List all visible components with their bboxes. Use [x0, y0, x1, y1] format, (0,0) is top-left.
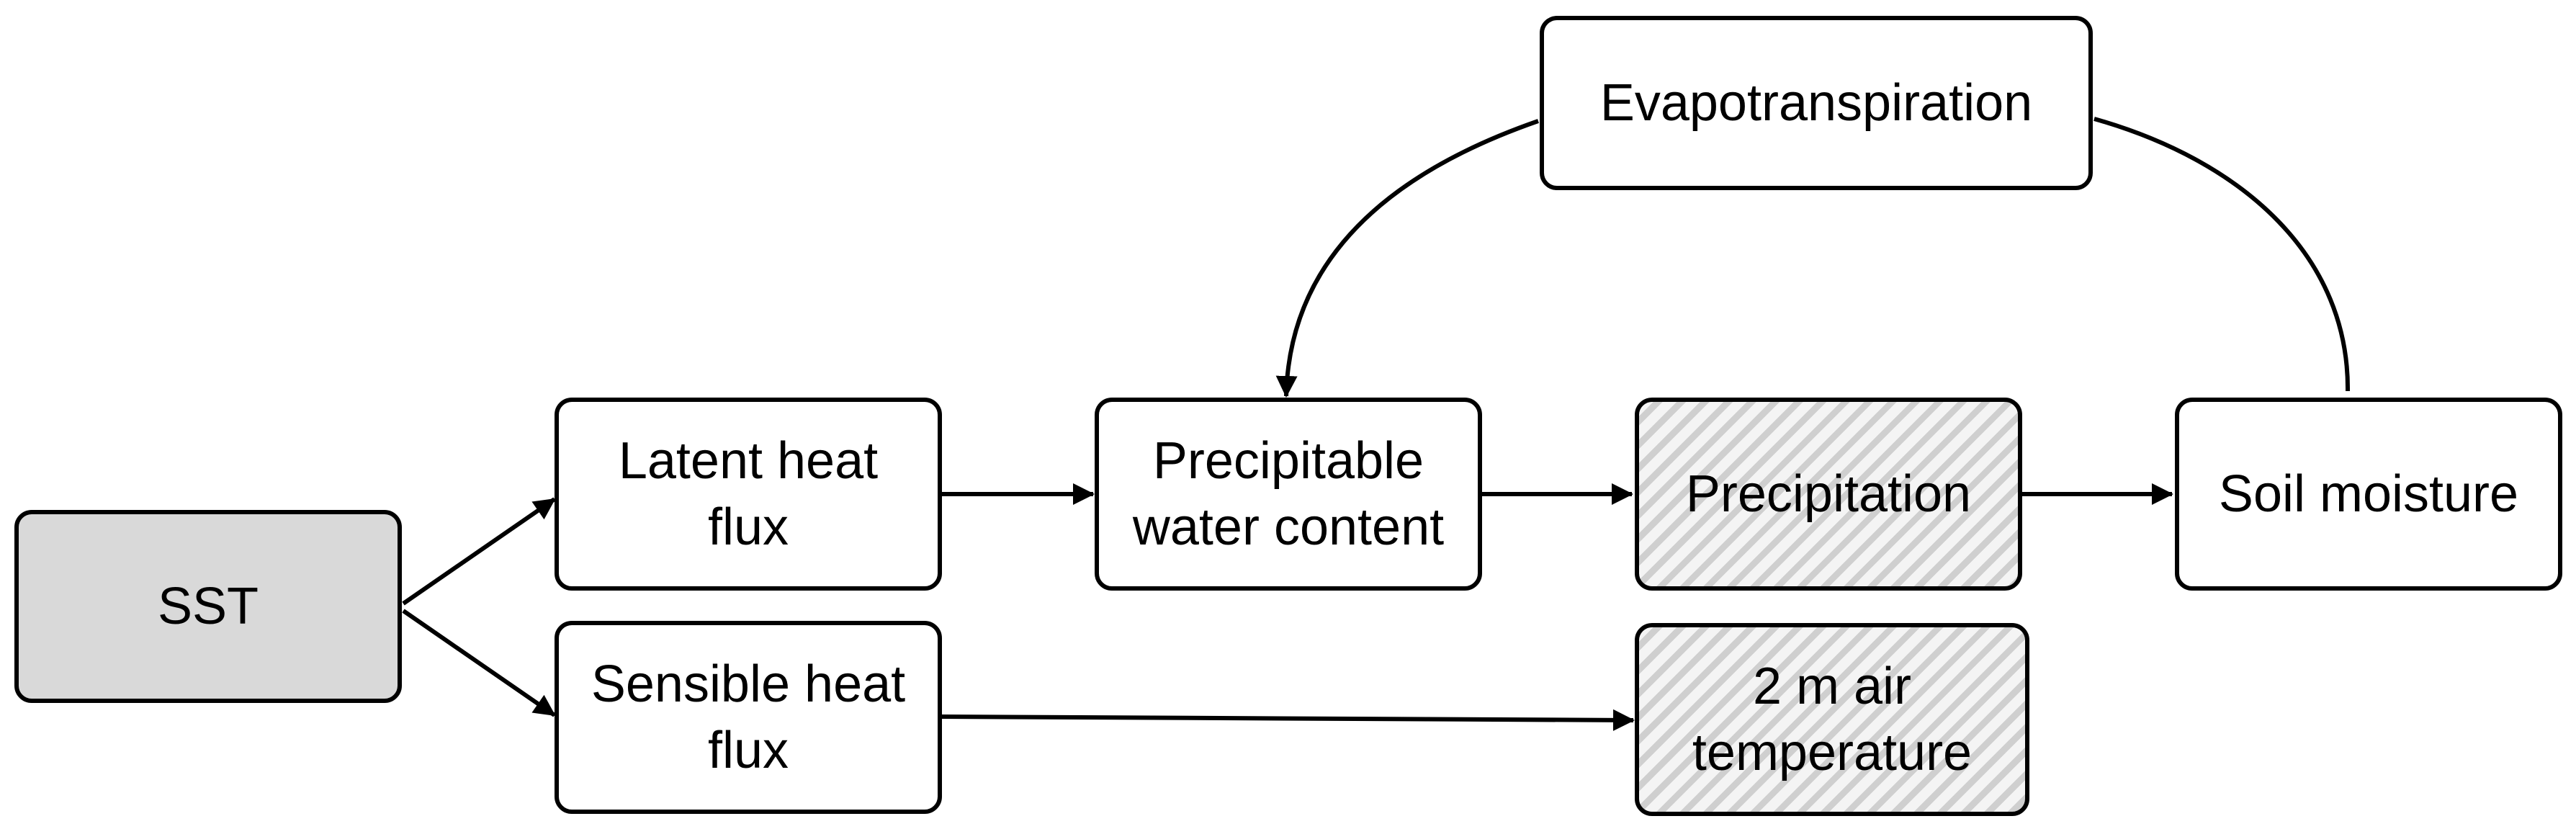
node-sst: SST: [14, 510, 402, 703]
node-precipitation: Precipitation: [1635, 398, 2022, 591]
node-sensible-heat-flux-label: Sensible heat flux: [591, 655, 906, 779]
node-evapotranspiration: Evapotranspiration: [1540, 16, 2093, 190]
node-precipitable-water-content: Precipitable water content: [1095, 398, 1482, 591]
edge-sensible-to-air-temperature: [941, 709, 1635, 731]
edge-sst-to-sensible-heat-flux: [402, 609, 556, 717]
node-precipitation-label: Precipitation: [1685, 465, 1972, 523]
node-latent-heat-flux-label: Latent heat flux: [618, 431, 879, 556]
node-2m-air-temperature: 2 m air temperature: [1635, 623, 2029, 816]
node-soil-moisture-label: Soil moisture: [2218, 465, 2519, 523]
node-2m-air-temperature-label: 2 m air temperature: [1692, 657, 1973, 781]
edge-soil-moisture-to-evapotranspiration: [2093, 117, 2351, 392]
node-evapotranspiration-label: Evapotranspiration: [1599, 73, 2033, 132]
node-sensible-heat-flux: Sensible heat flux: [555, 621, 942, 814]
node-precipitable-water-content-label: Precipitable water content: [1132, 431, 1445, 556]
node-latent-heat-flux: Latent heat flux: [555, 398, 942, 591]
edge-evapotranspiration-to-precipitable-water: [1275, 119, 1539, 398]
node-sst-label: SST: [157, 577, 259, 635]
edge-sst-to-latent-heat-flux: [402, 497, 556, 606]
node-soil-moisture: Soil moisture: [2175, 398, 2562, 591]
